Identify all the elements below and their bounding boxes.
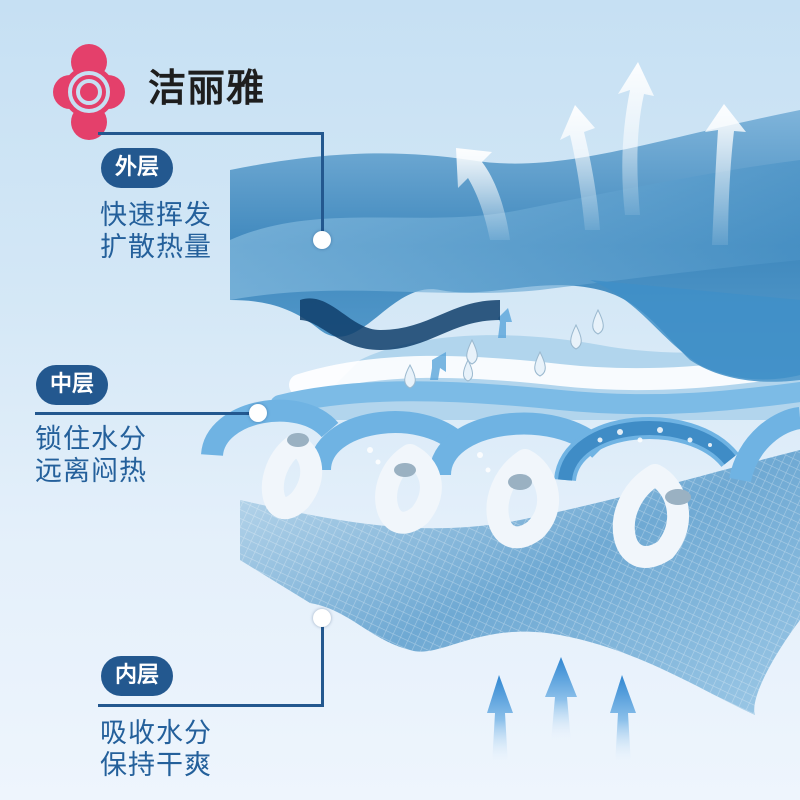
outer-layer-description: 快速挥发 扩散热量 <box>100 200 212 264</box>
connector-outer-vertical <box>321 132 324 240</box>
brand-logo-icon <box>53 44 125 140</box>
outer-layer-line-1: 快速挥发 <box>100 200 212 231</box>
middle-layer-description: 锁住水分 远离闷热 <box>35 424 147 488</box>
middle-layer-marker-dot <box>249 404 267 422</box>
upward-arrows-bottom <box>487 657 636 765</box>
inner-layer-line-1: 吸收水分 <box>100 718 212 749</box>
middle-layer-line-2: 远离闷热 <box>35 456 147 487</box>
middle-layer-line-1: 锁住水分 <box>35 424 147 455</box>
outer-layer-line-2: 扩散热量 <box>100 232 212 263</box>
outer-layer-marker-dot <box>313 231 331 249</box>
connector-inner-vertical <box>321 618 324 707</box>
connector-middle-horizontal <box>35 412 257 415</box>
inner-layer-line-2: 保持干爽 <box>100 750 212 781</box>
outer-fabric <box>230 110 800 382</box>
inner-layer-marker-dot <box>313 609 331 627</box>
inner-layer-description: 吸收水分 保持干爽 <box>100 718 212 782</box>
connector-outer-horizontal <box>98 132 324 135</box>
brand-name: 洁丽雅 <box>148 66 266 110</box>
inner-layer-badge: 内层 <box>101 656 174 696</box>
connector-inner-horizontal <box>98 704 324 707</box>
heat-arrows <box>456 62 746 245</box>
outer-layer-badge: 外层 <box>101 148 174 188</box>
middle-layer-badge: 中层 <box>36 365 109 405</box>
